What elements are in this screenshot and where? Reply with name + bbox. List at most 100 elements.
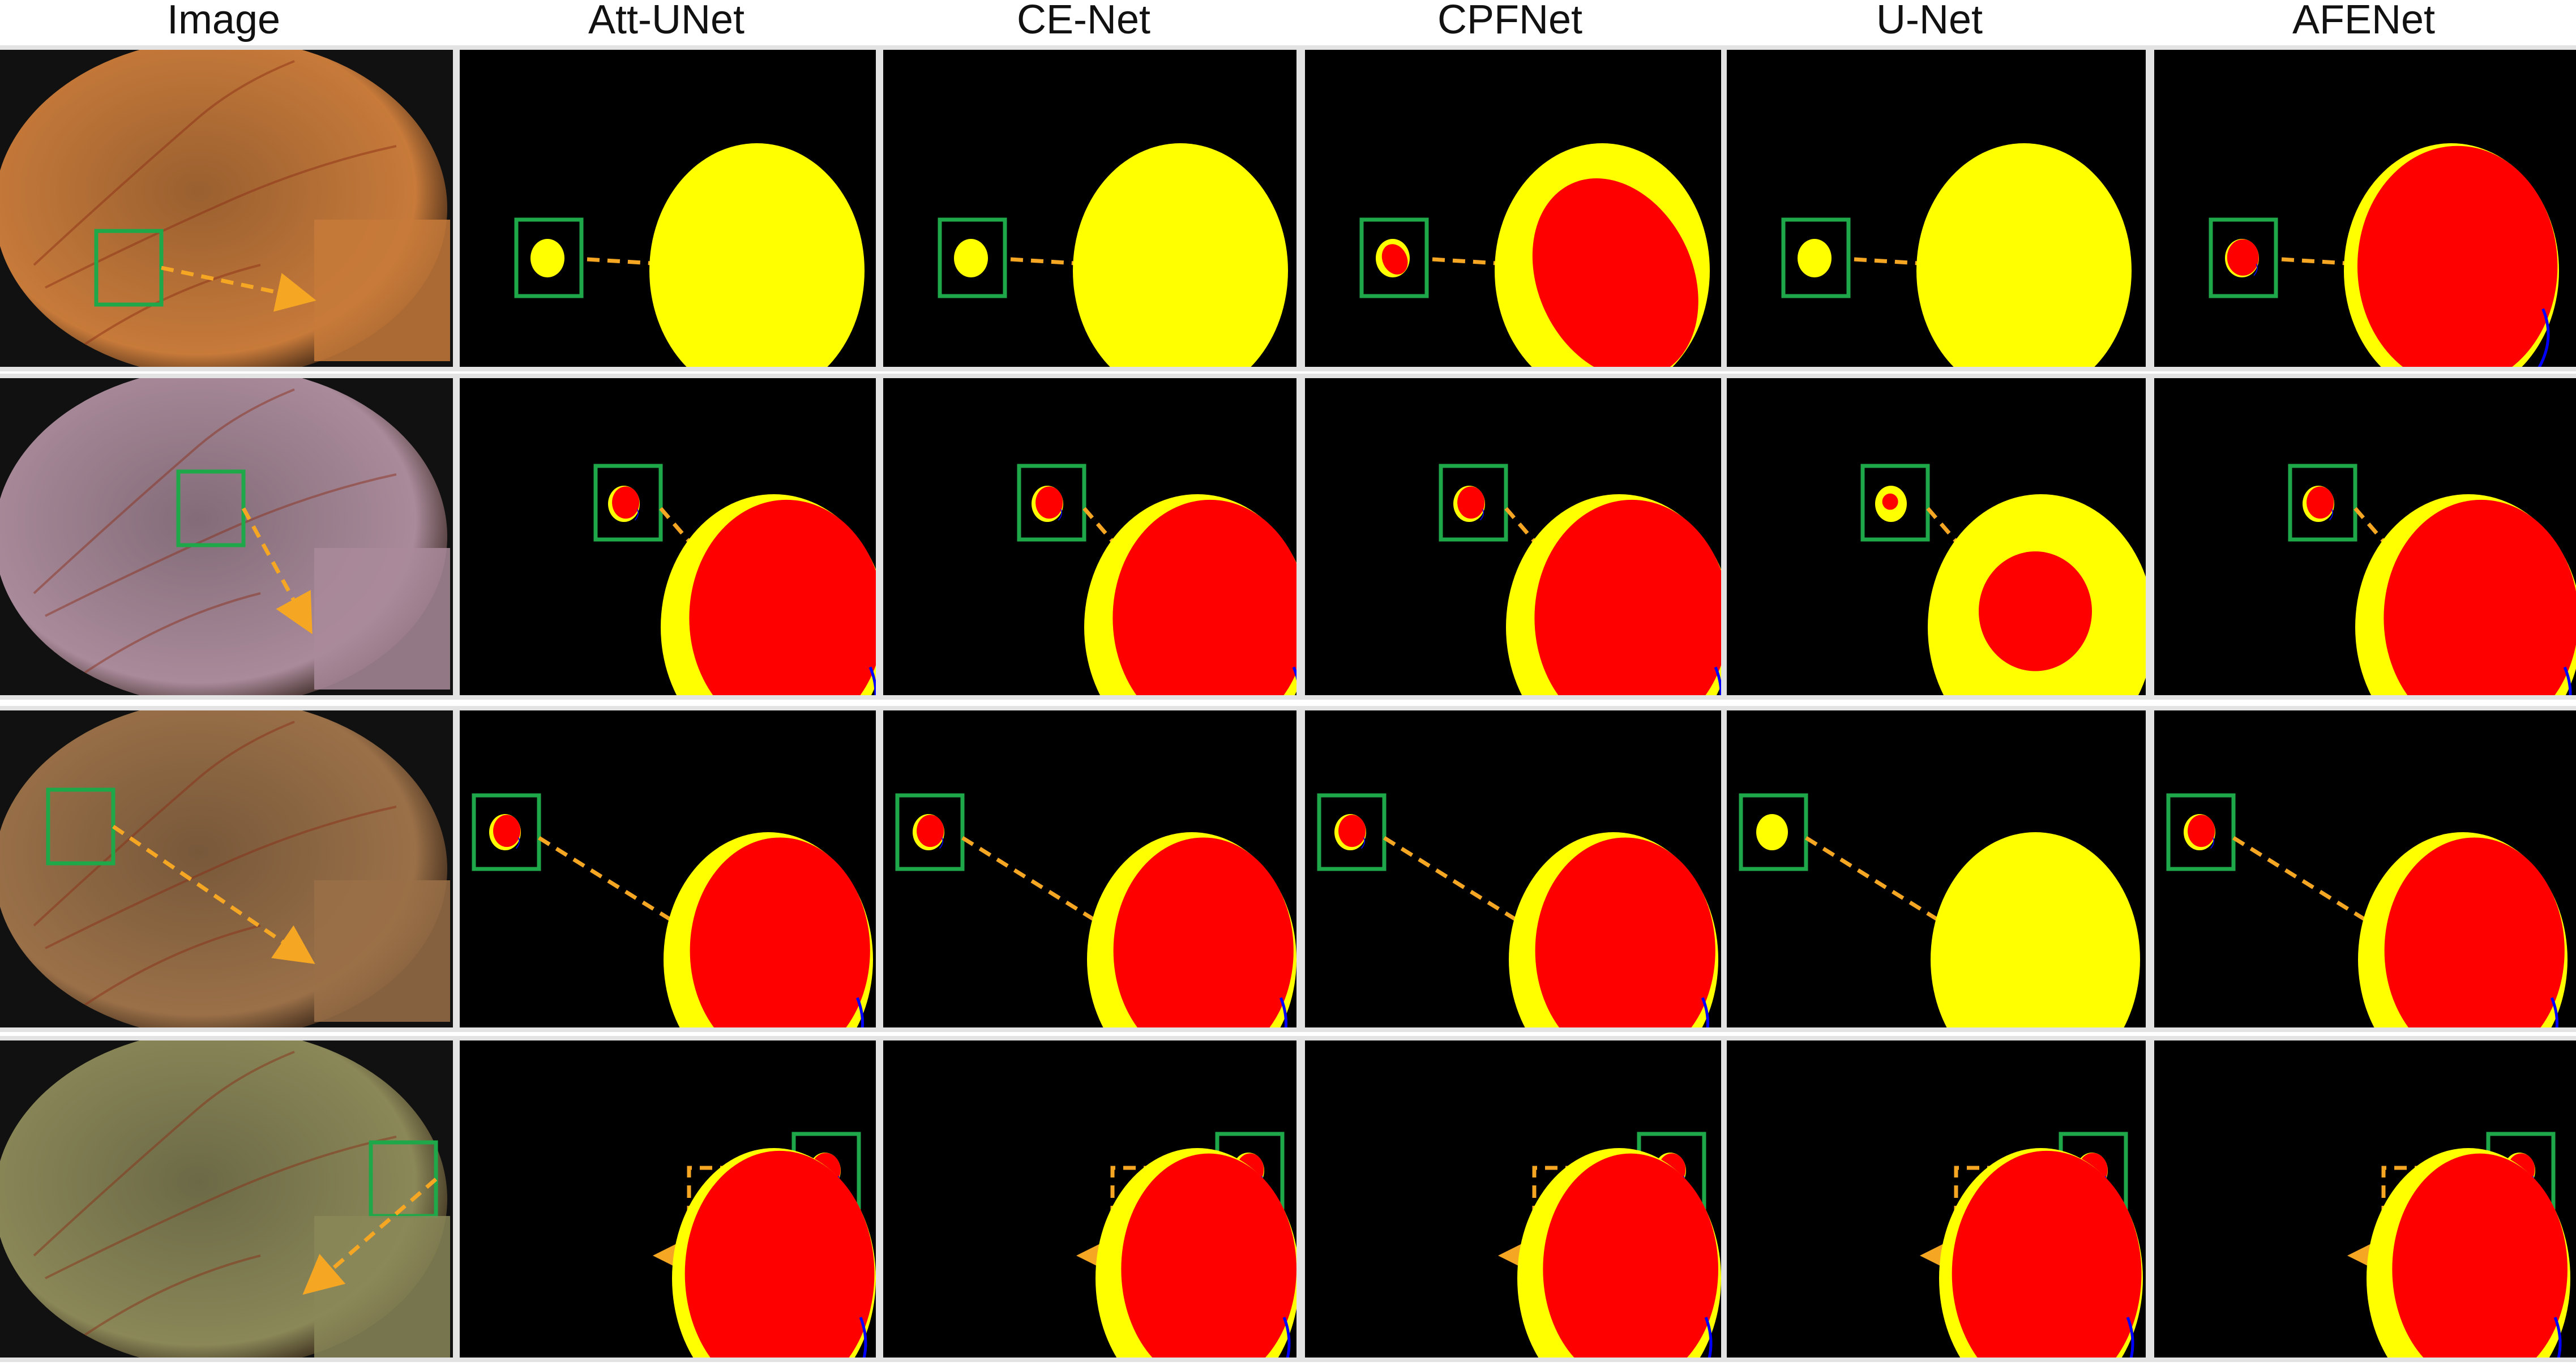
segmentation-blob-yellow (1916, 143, 2132, 367)
zoom-arrow (961, 836, 1156, 958)
false-positive-edge (2563, 666, 2572, 695)
vessel (45, 1136, 397, 1279)
false-positive-edge (1279, 997, 1287, 1027)
zoom-arrow (538, 836, 733, 958)
vessel (33, 388, 295, 594)
segmentation-blob-red (689, 499, 876, 695)
fundus-image-panel (0, 710, 453, 1027)
segmentation-blob-yellow (649, 143, 865, 367)
segmentation-result-panel (460, 1040, 876, 1358)
false-positive-edge (2329, 509, 2333, 521)
vessel (84, 924, 261, 1006)
segmentation-blob-yellow (954, 239, 988, 277)
segmentation-blob-red (1381, 244, 1408, 275)
segmentation-result-panel (883, 378, 1296, 695)
false-positive-edge (1361, 837, 1365, 849)
vessel (84, 1254, 261, 1336)
column-header-cpfnet: CPFNet (1437, 0, 1583, 42)
column-header-afenet: AFENet (2292, 0, 2436, 42)
segmentation-blob-red (690, 837, 870, 1027)
vessel (45, 473, 397, 617)
segmentation-result-panel (2154, 50, 2576, 367)
false-positive-edge (2553, 1317, 2562, 1358)
segmentation-blob-yellow (1798, 239, 1832, 277)
segmentation-blob-red (1952, 1150, 2142, 1358)
zoom-box (1359, 217, 1429, 298)
segmentation-blob-red (493, 815, 521, 847)
false-positive-edge (1714, 666, 1721, 695)
segmentation-result-panel (1305, 710, 1721, 1027)
segmentation-result-panel (2154, 378, 2576, 695)
zoom-arrow (302, 1177, 438, 1295)
zoom-arrow (161, 266, 316, 312)
false-positive-edge (939, 837, 943, 849)
segmentation-result-panel (1727, 710, 2146, 1027)
false-positive-edge (1480, 509, 1484, 521)
segmentation-blob-red (684, 1150, 875, 1358)
segmentation-result-panel (460, 710, 876, 1027)
segmentation-blob-red (1543, 1153, 1718, 1358)
false-positive-edge (1704, 1317, 1713, 1358)
segmentation-blob-yellow (1931, 832, 2140, 1027)
false-positive-edge (1282, 1317, 1291, 1358)
false-positive-edge (2538, 308, 2550, 367)
zoom-box (514, 217, 584, 298)
segmentation-blob-red (2384, 837, 2565, 1027)
zoom-box (1017, 464, 1086, 542)
vessel (84, 592, 261, 674)
vessel (33, 1051, 295, 1257)
vessel (33, 60, 295, 266)
zoom-box (1781, 217, 1851, 298)
false-positive-edge (855, 997, 864, 1027)
false-positive-edge (868, 666, 876, 695)
segmentation-result-panel (460, 50, 876, 367)
segmentation-blob-yellow (530, 239, 564, 277)
vessel (45, 806, 397, 949)
column-header-ce-net: CE-Net (1016, 0, 1151, 42)
column-header-att-unet: Att-UNet (588, 0, 745, 42)
column-header-u-net: U-Net (1876, 0, 1983, 42)
segmentation-result-panel (1727, 50, 2146, 367)
false-positive-edge (2126, 1317, 2134, 1358)
zoom-arrow (1383, 836, 1578, 958)
false-positive-edge (2210, 837, 2214, 849)
false-positive-edge (859, 1317, 867, 1358)
segmentation-result-panel (2154, 710, 2576, 1027)
zoom-box (1439, 464, 1508, 542)
segmentation-result-panel (1305, 50, 1721, 367)
column-header-image: Image (166, 0, 281, 42)
zoom-box (895, 793, 965, 871)
vessel (84, 264, 261, 345)
segmentation-blob-red (1113, 837, 1294, 1027)
vessel (45, 145, 397, 289)
zoom-inset (314, 880, 450, 1022)
false-positive-edge (635, 509, 639, 521)
segmentation-blob-red (1338, 815, 1366, 847)
segmentation-result-panel (1727, 378, 2146, 695)
zoom-arrow (241, 507, 313, 635)
false-positive-edge (1701, 997, 1709, 1027)
column-header-row: Image Att-UNet CE-Net CPFNet U-Net AFENe… (0, 0, 2576, 45)
segmentation-blob-red (1532, 178, 1698, 367)
segmentation-result-panel (460, 378, 876, 695)
zoom-box (1317, 793, 1387, 871)
segmentation-blob-red (2307, 486, 2334, 519)
zoom-box (1739, 793, 1808, 871)
segmentation-blob-red (1535, 837, 1715, 1027)
segmentation-blob-yellow (1756, 814, 1788, 850)
segmentation-blob-red (1882, 493, 1898, 510)
zoom-box (938, 217, 1007, 298)
segmentation-blob-red (612, 486, 640, 519)
segmentation-blob-red (2392, 1153, 2568, 1358)
zoom-box (2209, 217, 2278, 298)
segmentation-blob-red (917, 815, 944, 847)
zoom-box (593, 464, 663, 542)
segmentation-result-panel (1305, 378, 1721, 695)
segmentation-blob-red (1035, 486, 1063, 519)
segmentation-blob-red (1121, 1153, 1296, 1358)
segmentation-result-panel (883, 1040, 1296, 1358)
segmentation-result-panel (2154, 1040, 2576, 1358)
zoom-box (472, 793, 541, 871)
zoom-box (2166, 793, 2236, 871)
segmentation-blob-red (2227, 239, 2259, 276)
